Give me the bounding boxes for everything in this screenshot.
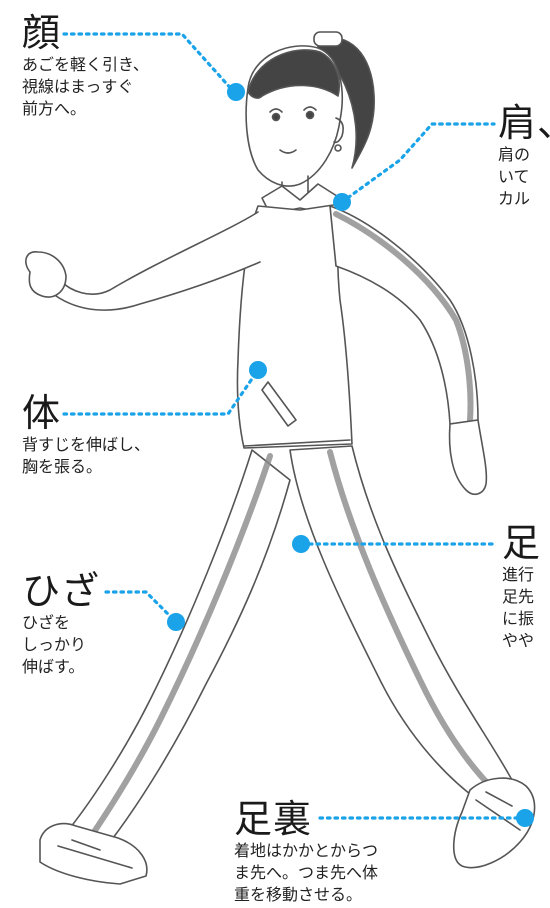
leader-lines	[62, 32, 528, 820]
annotation-sole-line-3: 重を移動させる。	[234, 885, 363, 904]
mouth	[279, 149, 297, 154]
ear	[333, 117, 344, 144]
annotation-knee-line-2: しっかり	[22, 635, 87, 654]
dot-marker-sole	[516, 809, 534, 827]
annotation-shoulder-title: 肩、	[498, 101, 550, 145]
annotation-leg-line-4: やや	[502, 631, 535, 650]
dot-marker-face	[227, 83, 245, 101]
annotation-face-line-2: 視線はまっすぐ	[22, 77, 134, 96]
leader-shoulder	[340, 122, 496, 204]
pocket	[261, 381, 297, 427]
dot-marker-knee	[167, 613, 185, 631]
annotation-shoulder-line-1: 肩の	[498, 145, 531, 164]
annotation-knee-line-3: 伸ばす。	[22, 657, 85, 676]
back-shoe	[39, 822, 148, 885]
annotation-sole-title: 足裏	[234, 797, 313, 841]
annotation-knee: ひざ ひざを しっかり 伸ばす。	[22, 570, 100, 678]
annotation-leg: 足 進行 足先 に振 やや	[502, 522, 541, 652]
dot-marker-body	[249, 361, 267, 379]
right-eye	[303, 106, 317, 111]
annotation-leg-line-1: 進行	[502, 565, 535, 584]
hair-front	[247, 49, 340, 99]
back-leg	[69, 449, 291, 843]
annotation-body: 体 背すじを伸ばし、 胸を張る。	[22, 392, 150, 478]
leader-knee	[104, 590, 178, 624]
front-leg	[289, 445, 513, 801]
annotation-sole: 足裏 着地はかかとからつ ま先へ。つま先へ体 重を移動させる。	[234, 798, 378, 906]
dot-marker-leg	[292, 535, 310, 553]
annotation-shoulder-line-3: カル	[498, 189, 531, 208]
back-fist	[25, 251, 67, 298]
left-eye	[269, 108, 283, 113]
hair-band	[313, 31, 343, 47]
annotation-body-line-2: 胸を張る。	[22, 457, 103, 476]
annotation-leg-line-2: 足先	[502, 587, 535, 606]
annotation-knee-line-1: ひざを	[22, 613, 71, 632]
back-arm	[55, 211, 261, 311]
leader-body	[62, 368, 260, 416]
annotation-face: 顔 あごを軽く引き、 視線はまっすぐ 前方へ。	[22, 12, 149, 120]
annotation-leg-title: 足	[502, 521, 542, 565]
annotation-shoulder-line-2: いて	[498, 167, 530, 186]
annotation-leg-line-3: に振	[502, 609, 535, 628]
annotation-face-title: 顔	[22, 11, 62, 55]
annotation-face-line-3: 前方へ。	[22, 99, 87, 118]
annotation-sole-line-1: 着地はかかとからつ	[234, 841, 379, 860]
annotation-sole-line-2: ま先へ。つま先へ体	[234, 863, 379, 882]
front-hand	[448, 419, 488, 496]
annotation-face-line-1: あごを軽く引き、	[22, 55, 149, 74]
dot-marker-shoulder	[333, 193, 351, 211]
front-shoe	[452, 777, 536, 869]
annotation-body-title: 体	[22, 391, 62, 435]
annotation-shoulder: 肩、 肩の いて カル	[498, 102, 550, 210]
annotation-knee-title: ひざ	[22, 569, 101, 613]
leader-face	[62, 32, 236, 94]
annotation-body-line-1: 背すじを伸ばし、	[22, 435, 151, 454]
